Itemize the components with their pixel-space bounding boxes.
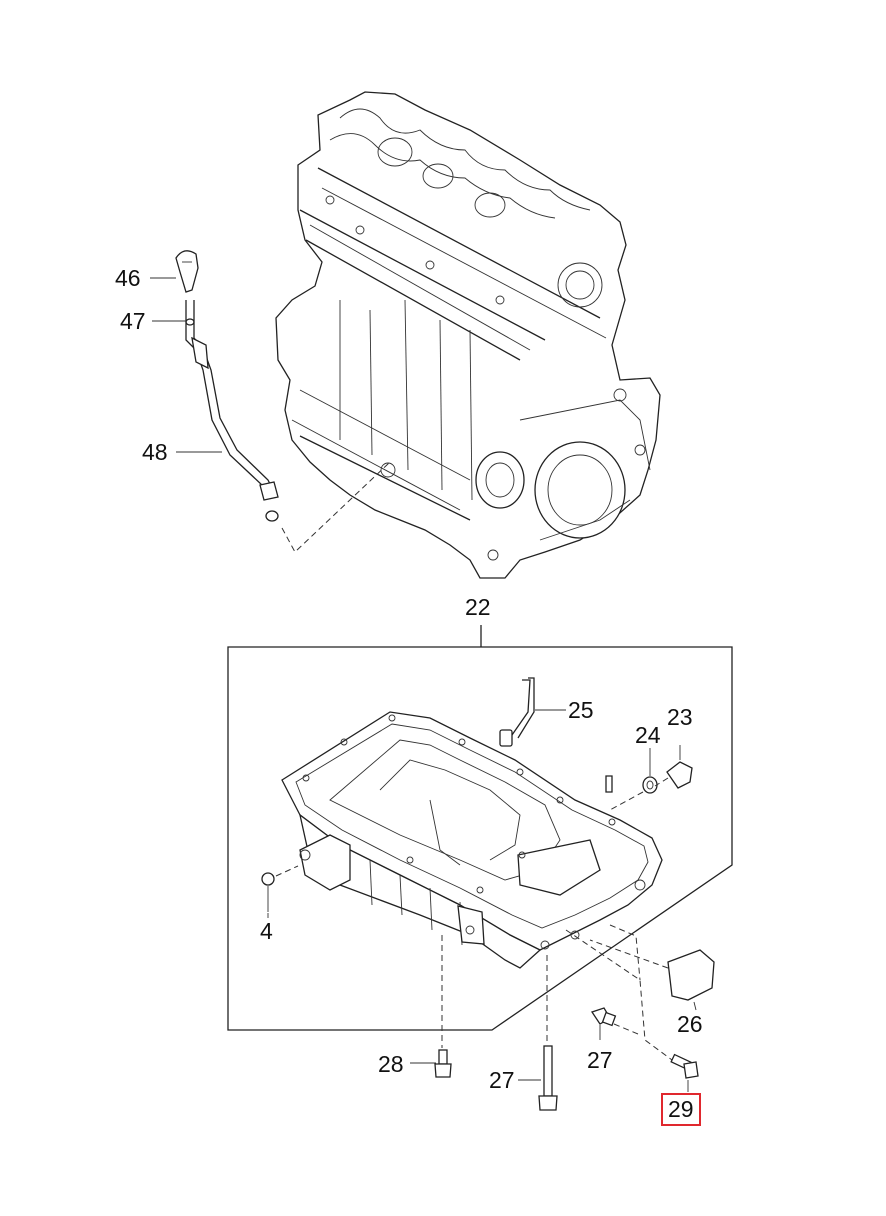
oil-pan-group-frame: [227, 646, 733, 1031]
oil-pan-illustration: [281, 711, 663, 969]
part-23-drain-plug: [609, 745, 693, 811]
callout-4[interactable]: 4: [260, 918, 273, 944]
callout-26[interactable]: 26: [677, 1011, 703, 1037]
part-27-short-bolt: [590, 1007, 639, 1040]
part-28-bolt: [434, 935, 452, 1078]
callout-23[interactable]: 23: [667, 704, 693, 730]
callout-24[interactable]: 24: [635, 722, 661, 748]
part-26-cover: [589, 939, 715, 1011]
part-27-long-bolt: [538, 955, 558, 1111]
callout-25[interactable]: 25: [568, 697, 594, 723]
callout-46[interactable]: 46: [115, 265, 141, 291]
leader-lines: [150, 277, 689, 1092]
callout-48[interactable]: 48: [142, 439, 168, 465]
part-4-plug: [261, 865, 299, 912]
engine-block-illustration: [275, 91, 661, 579]
part-25-oil-tube: [499, 677, 566, 747]
callout-29-highlighted[interactable]: 29: [661, 1093, 701, 1126]
callout-47[interactable]: 47: [120, 308, 146, 334]
dipstick-assembly: [175, 250, 391, 553]
callout-27-long[interactable]: 27: [489, 1067, 515, 1093]
callout-27-short[interactable]: 27: [587, 1047, 613, 1073]
callout-28[interactable]: 28: [378, 1051, 404, 1077]
callout-22[interactable]: 22: [465, 594, 491, 620]
part-24-washer: [642, 748, 658, 794]
part-29-bolt: [565, 924, 699, 1079]
